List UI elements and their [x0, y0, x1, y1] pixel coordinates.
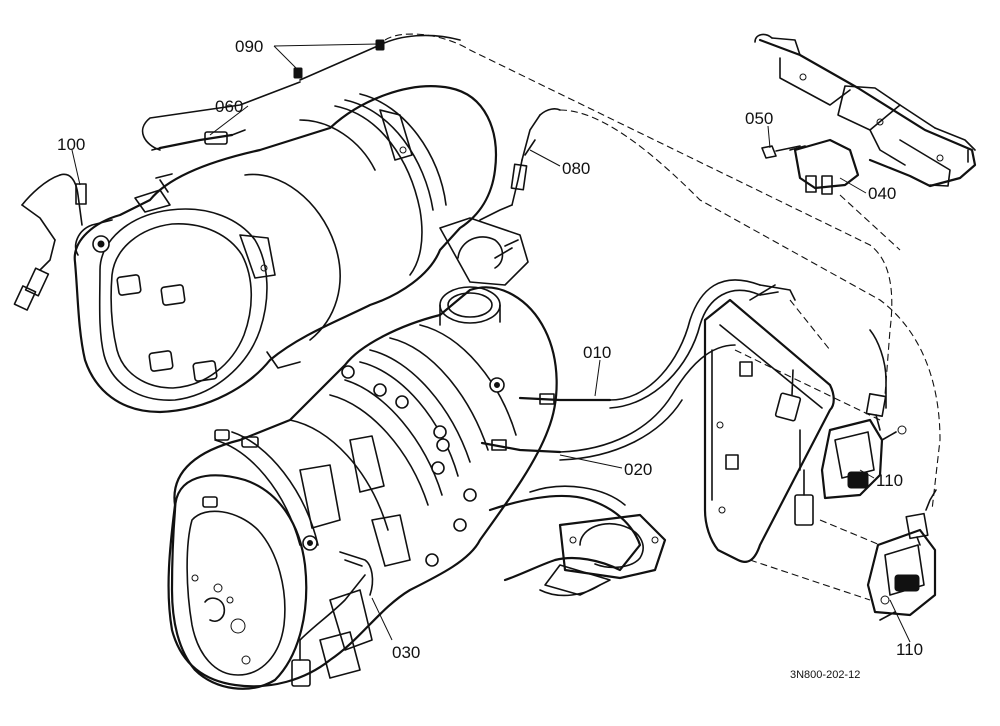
sensor-100 [13, 173, 87, 311]
sensor-080 [479, 108, 561, 221]
sensor-030 [291, 551, 374, 687]
lower-muffler [167, 286, 667, 690]
callout-110-lower: 110 [896, 640, 923, 659]
sensor-bracket-plate [703, 284, 835, 563]
pressure-sensor-040 [789, 138, 860, 195]
callout-060: 060 [215, 97, 243, 116]
temperature-sensor-020 [480, 344, 736, 461]
hose-routing-lines [384, 33, 941, 601]
connector-upper [774, 369, 814, 526]
temperature-sensor-010 [518, 279, 796, 409]
pressure-sensor-110-lower [866, 489, 937, 621]
callout-080: 080 [562, 159, 590, 178]
callout-010: 010 [583, 343, 611, 362]
callout-050: 050 [745, 109, 773, 128]
bolt-050 [761, 145, 801, 159]
frame-bracket [754, 33, 977, 188]
callout-030: 030 [392, 643, 420, 662]
callout-020: 020 [624, 460, 652, 479]
callout-110-upper: 110 [876, 471, 903, 490]
drawing-number: 3N800-202-12 [790, 669, 860, 681]
callout-040: 040 [868, 184, 896, 203]
callout-090: 090 [235, 37, 263, 56]
upper-muffler [73, 85, 529, 414]
temperature-sensor-060 [141, 81, 301, 151]
leader-lines [71, 43, 911, 643]
callout-100: 100 [57, 135, 85, 154]
clips-090 [293, 34, 461, 81]
